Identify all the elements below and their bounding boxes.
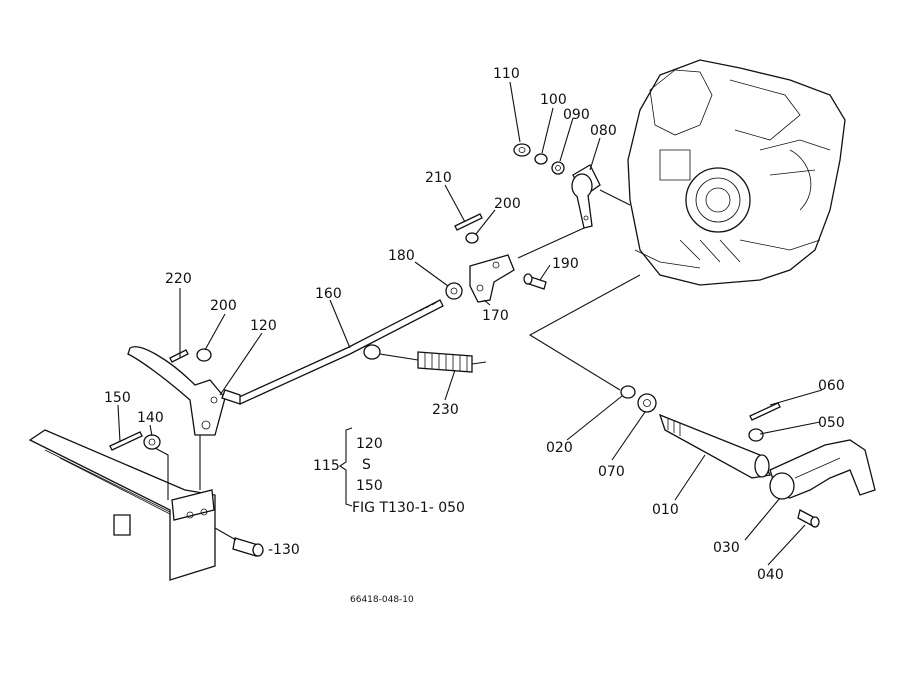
label-080: 080 (590, 123, 617, 139)
part-200-washer-lower (196, 348, 212, 362)
label-090: 090 (563, 107, 590, 123)
group-line-3: 150 (356, 478, 383, 494)
label-030: 030 (713, 540, 740, 556)
part-200-washer-upper (465, 232, 479, 244)
part-220-pin (169, 349, 189, 363)
group-line-1: 120 (356, 436, 383, 452)
label-160: 160 (315, 286, 342, 302)
label-100: 100 (540, 92, 567, 108)
axis-line-lever-170 (517, 227, 585, 259)
group-line-2: S (362, 457, 371, 473)
part-070-washer (637, 393, 657, 413)
label-180: 180 (388, 248, 415, 264)
part-130-bolt (214, 527, 264, 557)
pedal-bracket (28, 429, 216, 581)
group-callout-115: 115 120 S 150 FIG T130-1- 050 (313, 427, 465, 516)
part-140-washer (143, 434, 161, 450)
label-170: 170 (482, 308, 509, 324)
label-130: -130 (268, 542, 300, 558)
part-050-washer (748, 428, 764, 442)
label-110: 110 (493, 66, 520, 82)
part-100-washer (534, 153, 548, 165)
part-110-nut (513, 143, 531, 157)
callout-labels: 110 100 090 080 210 200 180 190 170 160 … (104, 66, 845, 583)
label-050: 050 (818, 415, 845, 431)
label-200-lower: 200 (210, 298, 237, 314)
part-060-pin (749, 402, 781, 421)
label-060: 060 (818, 378, 845, 394)
part-160-rod (236, 299, 444, 405)
label-150: 150 (104, 390, 131, 406)
group-number: 115 (313, 458, 340, 474)
part-210-pin (454, 213, 483, 231)
part-170-clevis (469, 254, 515, 303)
drawing-code: 66418-048-10 (350, 595, 414, 605)
label-210: 210 (425, 170, 452, 186)
part-090-washer (551, 161, 565, 175)
leader-lines (117, 81, 823, 566)
part-040-bolt (797, 509, 820, 528)
part-010-shaft (658, 413, 771, 479)
part-150-pin (109, 431, 143, 451)
label-200-upper: 200 (494, 196, 521, 212)
label-190: 190 (552, 256, 579, 272)
label-070: 070 (598, 464, 625, 480)
part-120-arm (127, 346, 241, 436)
part-030-fork (769, 439, 876, 500)
transmission-housing (627, 59, 846, 286)
axis-line-080 (599, 189, 631, 206)
axis-line-shaft (528, 274, 641, 391)
label-040: 040 (757, 567, 784, 583)
part-180-nut (445, 282, 463, 300)
label-220: 220 (165, 271, 192, 287)
part-020-circlip (620, 385, 636, 399)
label-120: 120 (250, 318, 277, 334)
label-020: 020 (546, 440, 573, 456)
part-080-lever (571, 164, 601, 229)
figure-reference: FIG T130-1- 050 (352, 500, 465, 516)
label-140: 140 (137, 410, 164, 426)
label-010: 010 (652, 502, 679, 518)
part-230-spring (363, 344, 487, 373)
label-230: 230 (432, 402, 459, 418)
